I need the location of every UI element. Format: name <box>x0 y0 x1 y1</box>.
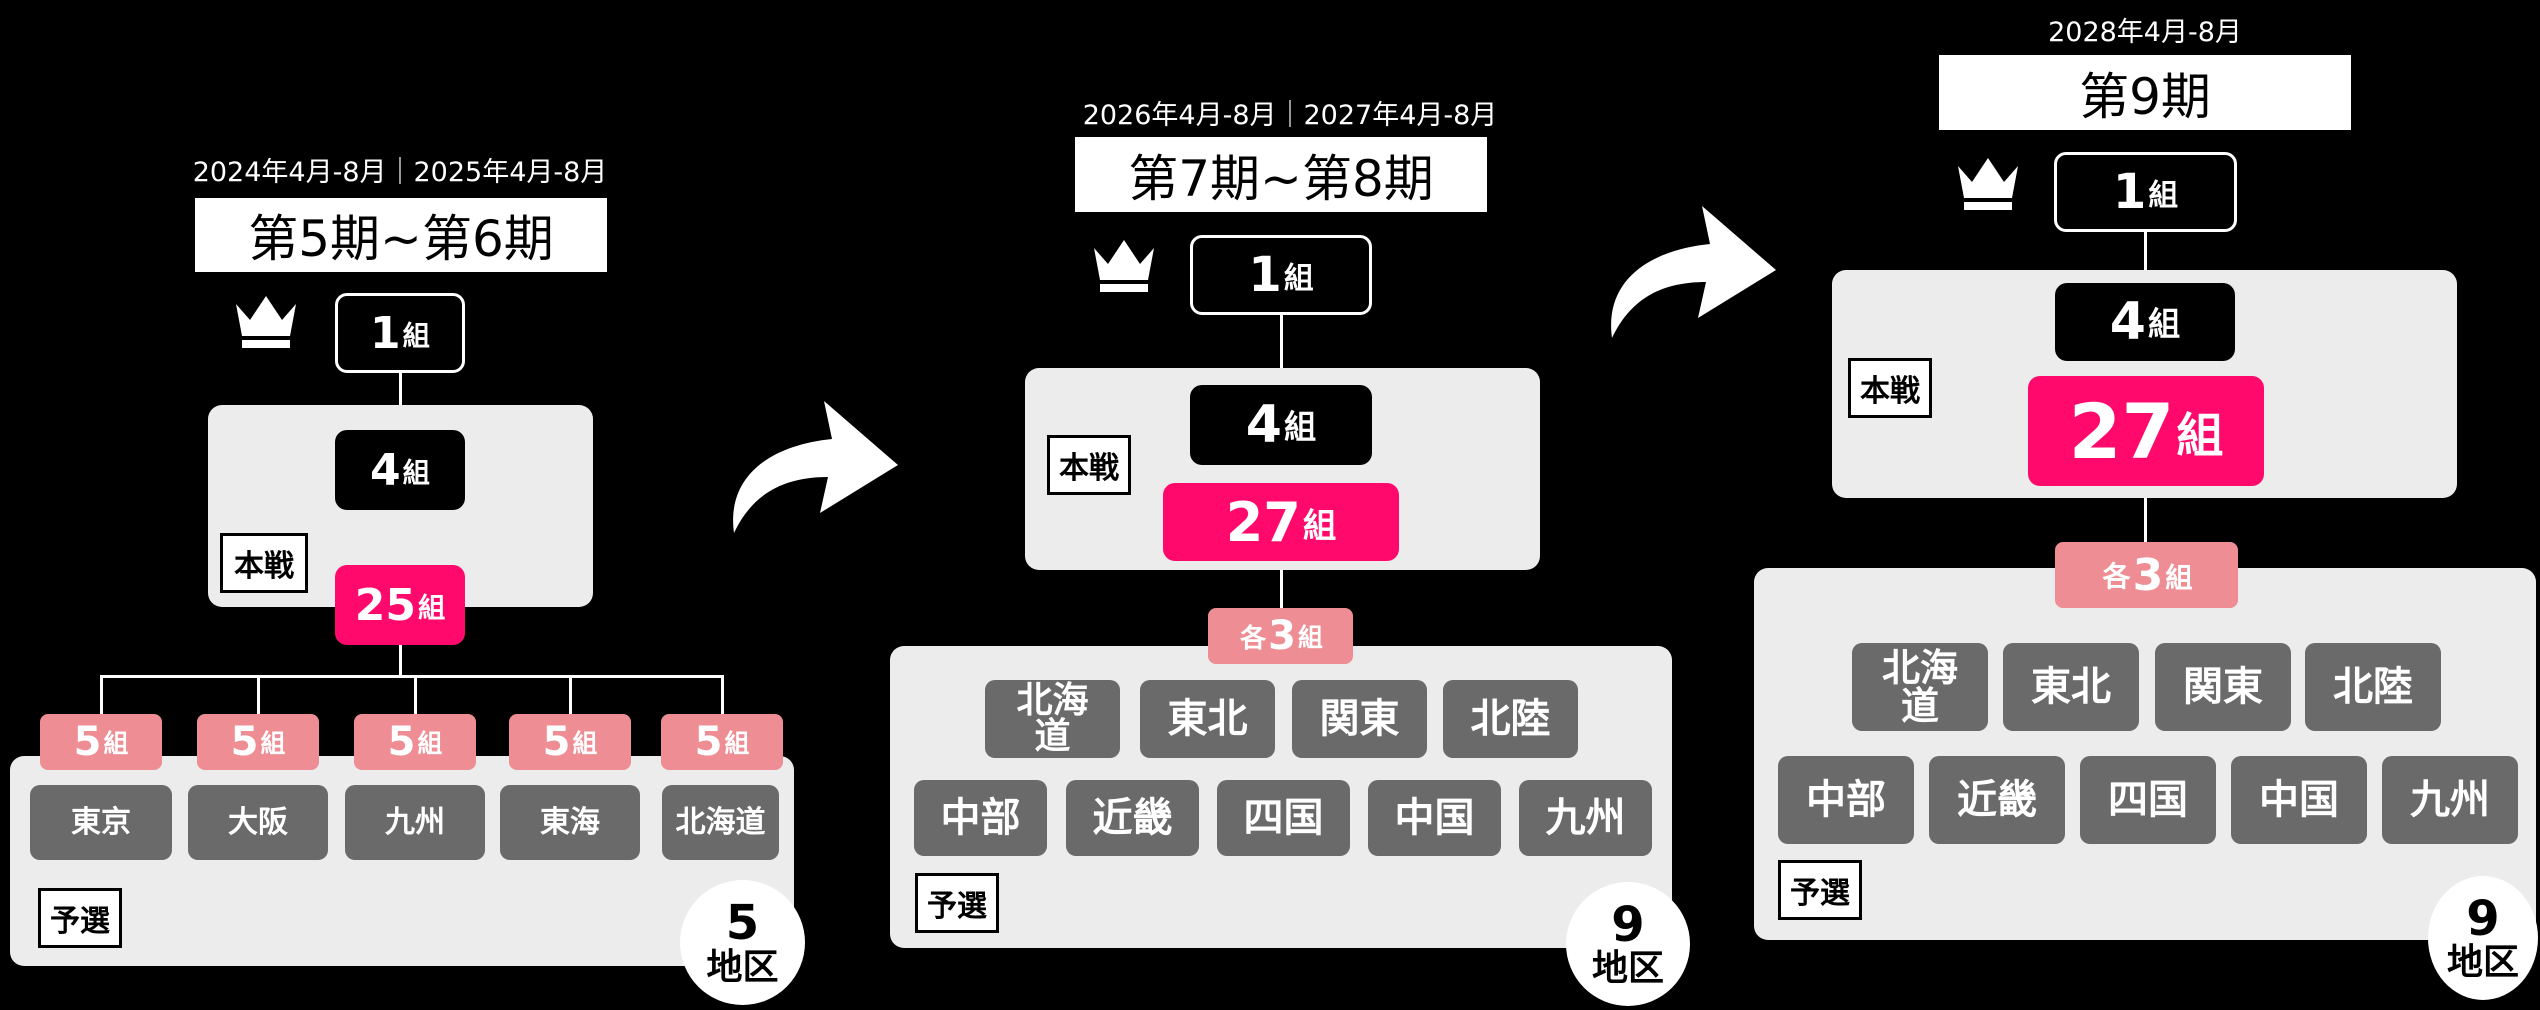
region-hokkaido: 北海道 <box>662 785 779 860</box>
region-kanto: 関東 <box>1292 680 1427 758</box>
region-kinki: 近畿 <box>1929 756 2065 844</box>
prelim-label: 予選 <box>38 888 122 948</box>
region-hokkaido: 北海道 <box>1852 643 1988 731</box>
region-hokkaido: 北海道 <box>985 680 1120 758</box>
crown-icon <box>1094 240 1154 292</box>
region-tokyo: 東京 <box>30 785 172 860</box>
region-chubu: 中部 <box>1778 756 1914 844</box>
region-shikoku: 四国 <box>2080 756 2216 844</box>
prelim-label: 予選 <box>1778 860 1862 920</box>
region-chugoku: 中国 <box>2231 756 2367 844</box>
curved-arrow-icon <box>733 401 898 533</box>
region-osaka: 大阪 <box>188 785 328 860</box>
main-round-label: 本戦 <box>1848 358 1932 418</box>
prelim-label: 予選 <box>915 873 999 933</box>
stage-date: 2028年4月-8月 <box>2048 17 2242 48</box>
region-count-badge: 9 地区 <box>2428 876 2538 1000</box>
region-chugoku: 中国 <box>1368 780 1501 856</box>
stage-date: 2024年4月-8月｜2025年4月-8月 <box>192 157 608 188</box>
main-round-label: 本戦 <box>1047 435 1131 495</box>
region-kinki: 近畿 <box>1066 780 1199 856</box>
region-count-badge: 5 地区 <box>680 880 805 1005</box>
branch-drop <box>721 675 724 720</box>
region-kyushu: 九州 <box>2382 756 2518 844</box>
main-round-label: 本戦 <box>220 533 308 593</box>
branch-drop <box>257 675 260 720</box>
region-tohoku: 東北 <box>2003 643 2139 731</box>
branch-drop <box>569 675 572 720</box>
stage-title: 第9期 <box>1939 55 2351 130</box>
region-kanto: 関東 <box>2155 643 2291 731</box>
region-tokai: 東海 <box>500 785 640 860</box>
region-hokuriku: 北陸 <box>1443 680 1578 758</box>
branch-drop <box>414 675 417 720</box>
prelim-panel <box>1754 568 2536 940</box>
crown-icon <box>1958 158 2018 210</box>
stage-date: 2026年4月-8月｜2027年4月-8月 <box>1082 100 1498 131</box>
branch-line <box>100 675 724 678</box>
region-hokuriku: 北陸 <box>2305 643 2441 731</box>
curved-arrow-icon <box>1611 206 1776 338</box>
crown-icon <box>236 296 296 348</box>
branch-drop <box>100 675 103 720</box>
stage-title: 第5期~第6期 <box>195 198 607 272</box>
region-kyushu: 九州 <box>345 785 485 860</box>
region-tohoku: 東北 <box>1140 680 1275 758</box>
region-kyushu: 九州 <box>1519 780 1652 856</box>
stage-title: 第7期~第8期 <box>1075 137 1487 212</box>
region-shikoku: 四国 <box>1217 780 1350 856</box>
region-count-badge: 9 地区 <box>1566 882 1690 1006</box>
region-chubu: 中部 <box>914 780 1047 856</box>
